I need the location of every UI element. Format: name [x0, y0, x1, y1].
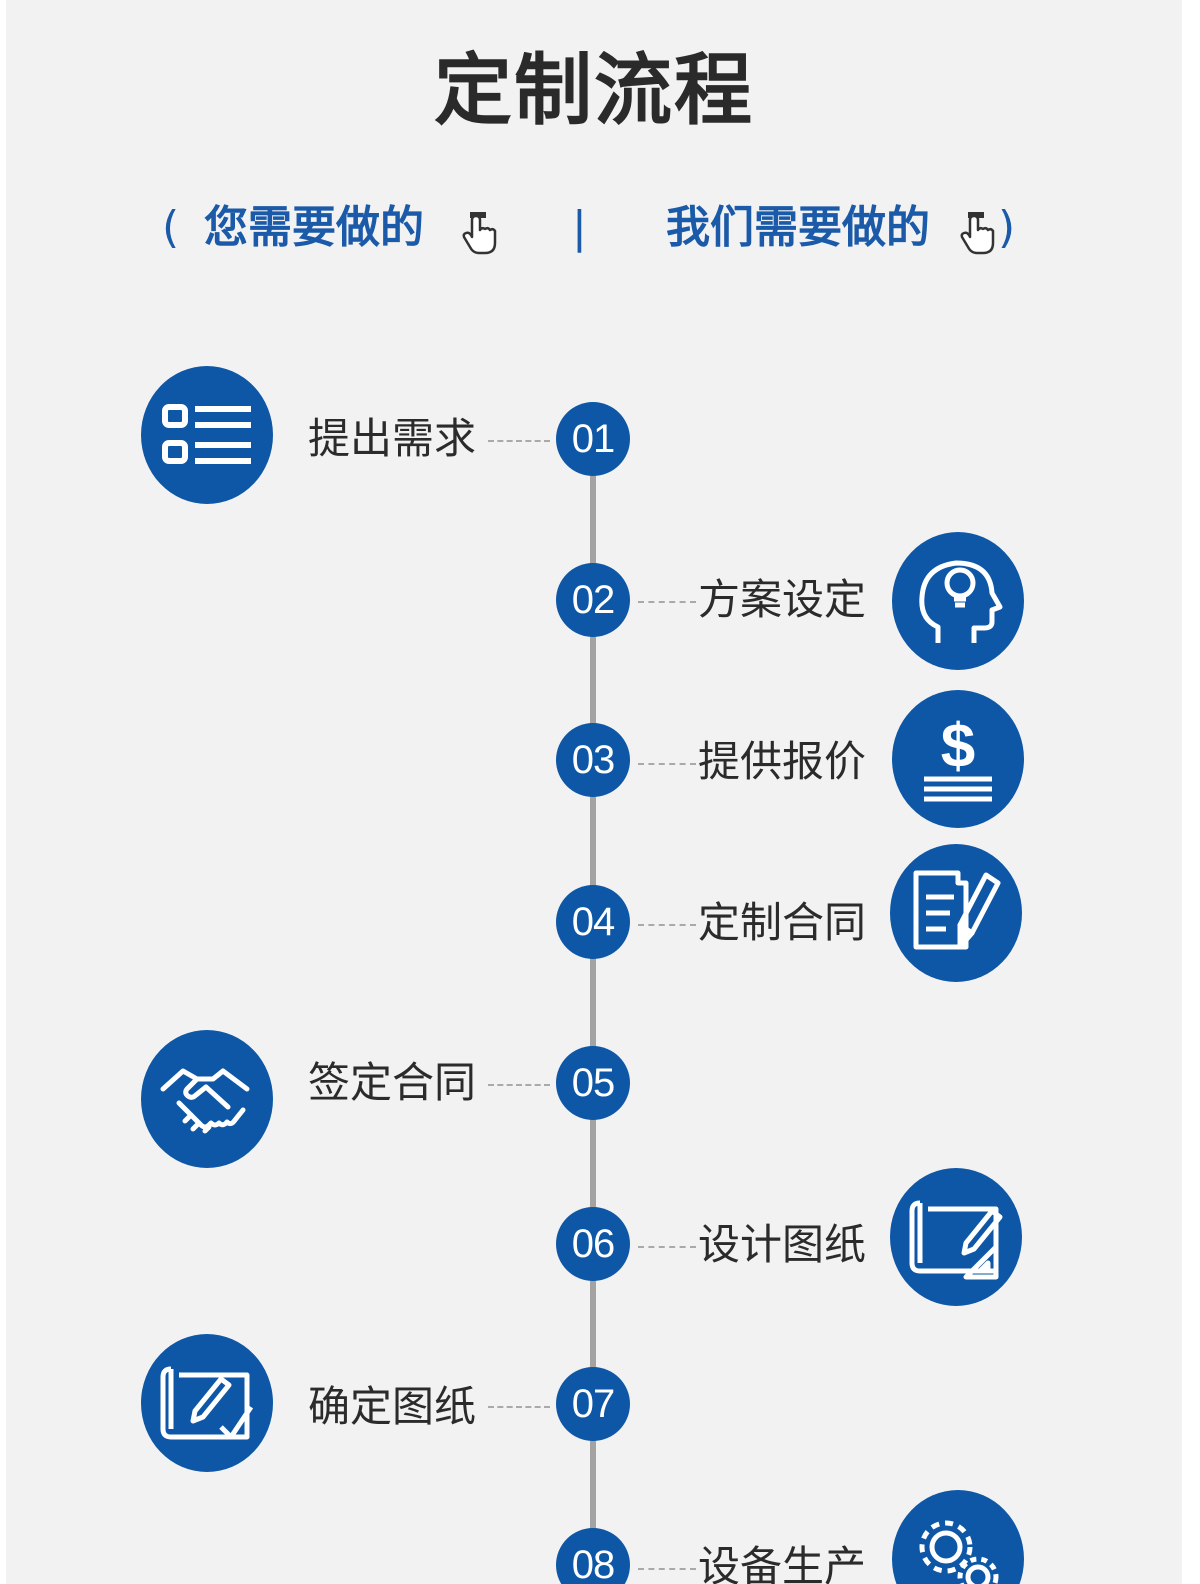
step-number-01: 01 [556, 402, 630, 476]
connector-dash [638, 1246, 696, 1248]
step-07-icon-circle [141, 1334, 273, 1472]
step-number-07: 07 [556, 1367, 630, 1441]
step-number-05: 05 [556, 1046, 630, 1120]
step-label: 方案设定 [698, 575, 867, 624]
step-label: 定制合同 [698, 898, 867, 947]
connector-dash [488, 1406, 550, 1408]
step-number-02: 02 [556, 563, 630, 637]
document-pen-icon [913, 870, 1001, 950]
step-number-04: 04 [556, 885, 630, 959]
step-02-icon-circle [892, 532, 1024, 670]
step-05-icon-circle [141, 1030, 273, 1168]
handshake-icon [160, 1068, 250, 1134]
we-do-label: 我们需要做的 [666, 202, 930, 253]
page-title: 定制流程 [433, 46, 754, 136]
step-01-icon-circle [141, 366, 273, 504]
pointing-hand-icon [462, 212, 497, 255]
step-label: 签定合同 [307, 1058, 476, 1107]
gears-icon [919, 1520, 999, 1584]
svg-text:$: $ [941, 712, 975, 781]
step-08-icon-circle [892, 1490, 1024, 1584]
connector-dash [638, 924, 696, 926]
you-do-label: 您需要做的 [204, 202, 424, 253]
step-label: 设备生产 [698, 1542, 867, 1584]
connector-dash [638, 601, 696, 603]
divider: | [572, 202, 587, 253]
checklist-icon [162, 404, 251, 464]
step-number-08: 08 [556, 1528, 630, 1584]
dollar-icon: $ [924, 712, 992, 802]
step-label: 提供报价 [698, 737, 867, 786]
open-paren: ( [162, 202, 180, 253]
step-label: 提出需求 [307, 414, 476, 463]
close-paren: ) [998, 202, 1016, 253]
blueprint-check-icon [160, 1366, 254, 1440]
connector-dash [488, 1084, 550, 1086]
connector-dash [638, 763, 696, 765]
step-04-icon-circle [890, 844, 1022, 982]
step-number-06: 06 [556, 1207, 630, 1281]
pointing-hand-icon [960, 212, 995, 255]
step-06-icon-circle [890, 1168, 1022, 1306]
connector-dash [638, 1568, 696, 1570]
head-lightbulb-icon [919, 560, 1003, 643]
connector-dash [488, 440, 550, 442]
blueprint-pencil-icon [909, 1200, 1003, 1280]
step-03-icon-circle: $ [892, 690, 1024, 828]
step-label: 设计图纸 [698, 1220, 867, 1269]
process-page: 定制流程 ( 您需要做的 | 我们需要做的 ) 提出需求 01 02 方案设定 [6, 0, 1182, 1584]
timeline-line [590, 438, 596, 1584]
step-number-03: 03 [556, 723, 630, 797]
step-label: 确定图纸 [307, 1382, 476, 1431]
